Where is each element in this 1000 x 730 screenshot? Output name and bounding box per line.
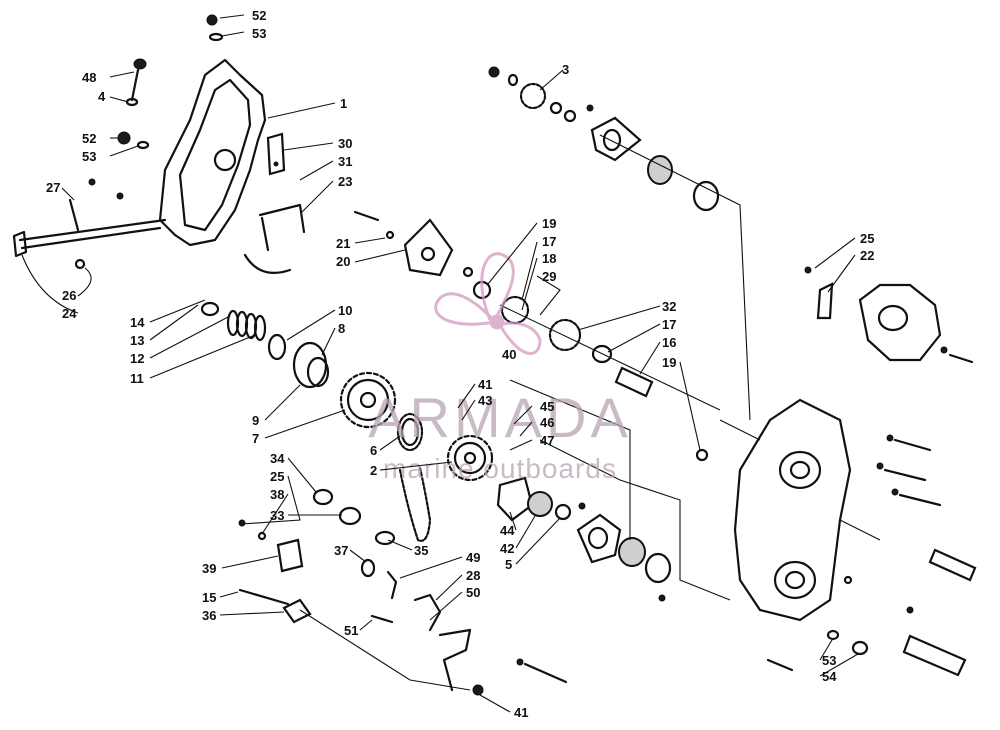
callout-25: 25 [860, 231, 874, 246]
callout-24: 24 [62, 306, 77, 321]
bracket-39-part [276, 538, 304, 573]
main-housing [539, 398, 977, 677]
callout-37: 37 [334, 543, 348, 558]
right-guard-assembly [804, 266, 974, 364]
watermark-tagline: marine outboards [383, 453, 617, 484]
flange-5-part [576, 513, 622, 564]
callout-27: 27 [46, 180, 60, 195]
callout-17: 17 [542, 234, 556, 249]
callout-12: 12 [130, 351, 144, 366]
callout-7: 7 [252, 431, 259, 446]
callout-44: 44 [500, 523, 515, 538]
callout-50: 50 [466, 585, 480, 600]
callout-15: 15 [202, 590, 216, 605]
callout-41-lower: 41 [514, 705, 528, 720]
callout-46: 46 [540, 415, 554, 430]
callout-1: 1 [340, 96, 347, 111]
callout-8: 8 [338, 321, 345, 336]
cam-44-part [496, 476, 534, 522]
callout-53-right: 53 [822, 653, 836, 668]
guard-part [858, 283, 942, 362]
callout-6: 6 [370, 443, 377, 458]
callout-31: 31 [338, 154, 352, 169]
lower-shaft-assembly [496, 379, 672, 602]
callout-36: 36 [202, 608, 216, 623]
callout-25-lower: 25 [270, 469, 284, 484]
callout-53: 53 [252, 26, 266, 41]
callout-28: 28 [466, 568, 480, 583]
watermark-brand: ARMADA [368, 386, 632, 449]
callout-51: 51 [344, 623, 358, 638]
callout-33: 33 [270, 508, 284, 523]
shaft-24-part [18, 218, 167, 242]
callout-18: 18 [542, 251, 556, 266]
callout-38: 38 [270, 487, 284, 502]
callout-49: 49 [466, 550, 480, 565]
propeller-logo-icon [434, 252, 542, 355]
pin-16-part [614, 366, 654, 398]
callout-5: 5 [505, 557, 512, 572]
gear-2-part [446, 434, 494, 482]
callout-9: 9 [252, 413, 259, 428]
callout-39: 39 [202, 561, 216, 576]
callout-19-lower: 19 [662, 355, 676, 370]
callout-43: 43 [478, 393, 492, 408]
callout-26: 26 [62, 288, 76, 303]
left-cover-assembly [12, 14, 306, 274]
callout-14: 14 [130, 315, 145, 330]
callout-35: 35 [414, 543, 428, 558]
callout-21: 21 [336, 236, 350, 251]
callout-16: 16 [662, 335, 676, 350]
callout-13: 13 [130, 333, 144, 348]
spring-part [226, 309, 267, 342]
armada-watermark: ARMADA marine outboards [368, 252, 632, 484]
callout-labels: 52 53 48 4 1 52 53 30 31 23 27 26 24 3 1… [46, 8, 874, 720]
center-gear-train [200, 301, 568, 696]
callout-23: 23 [338, 174, 352, 189]
plate-part [266, 132, 286, 176]
callout-20: 20 [336, 254, 350, 269]
callout-42: 42 [500, 541, 514, 556]
housing-body-part [733, 398, 852, 622]
callout-53-lower: 53 [82, 149, 96, 164]
small-gear-part [396, 412, 424, 452]
cover-housing-part [158, 58, 267, 247]
bolt-48-part [130, 68, 140, 102]
flange-part [590, 116, 642, 162]
callout-32: 32 [662, 299, 676, 314]
callout-10: 10 [338, 303, 352, 318]
callout-41: 41 [478, 377, 492, 392]
callout-3: 3 [562, 62, 569, 77]
upper-shaft-assembly [488, 66, 751, 421]
callout-11: 11 [130, 371, 144, 386]
callout-19: 19 [542, 216, 556, 231]
callout-17-lower: 17 [662, 317, 676, 332]
callout-48: 48 [82, 70, 96, 85]
callout-22: 22 [860, 248, 874, 263]
callout-2: 2 [370, 463, 377, 478]
callout-34: 34 [270, 451, 285, 466]
callout-47: 47 [540, 433, 554, 448]
leader-lines [21, 14, 859, 713]
large-sprocket-part [339, 371, 397, 429]
callout-40: 40 [502, 347, 516, 362]
callout-45: 45 [540, 399, 554, 414]
callout-30: 30 [338, 136, 352, 151]
callout-52-lower: 52 [82, 131, 96, 146]
callout-54: 54 [822, 669, 837, 684]
clip-23-part [258, 203, 306, 252]
callout-29: 29 [542, 269, 556, 284]
chain-part [398, 466, 432, 542]
callout-4: 4 [98, 89, 106, 104]
callout-52: 52 [252, 8, 266, 23]
